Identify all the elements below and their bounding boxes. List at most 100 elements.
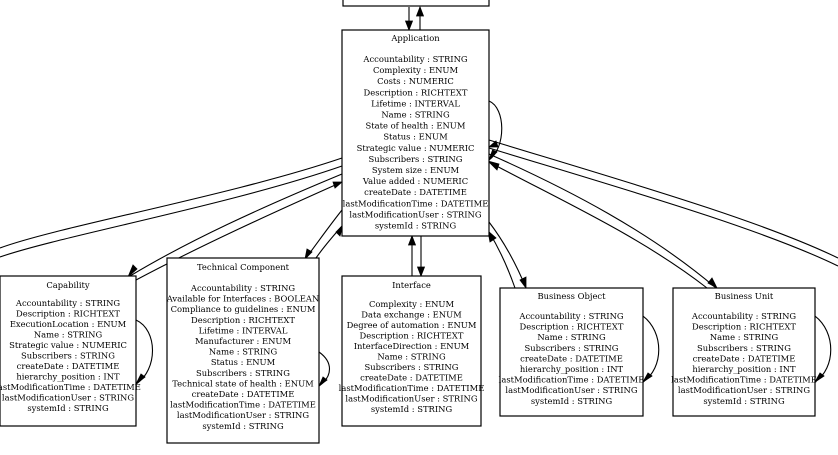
attribute-text: Accountability : STRING	[362, 54, 468, 64]
attribute-text: systemId : STRING	[703, 396, 785, 406]
attribute-text: Complexity : ENUM	[369, 299, 455, 309]
attribute-text: Subscribers : STRING	[21, 351, 115, 361]
node-title: Interface	[392, 280, 431, 290]
attribute-text: Accountability : STRING	[190, 283, 296, 293]
attribute-text: Accountability : STRING	[15, 298, 121, 308]
edge-capability-self-loop	[135, 319, 154, 385]
arrowhead	[487, 140, 499, 148]
edge-business-unit-to-application	[488, 161, 708, 289]
attribute-text: lastModificationUser : STRING	[678, 385, 810, 395]
edge-application-offright-2	[488, 147, 838, 267]
attribute-text: Data exchange : ENUM	[361, 310, 462, 320]
attribute-text: Manufacturer : ENUM	[195, 336, 292, 346]
edge-application-to-business-object	[488, 221, 527, 289]
attribute-text: Value added : NUMERIC	[362, 176, 468, 186]
arrowhead	[318, 376, 328, 388]
arrowhead	[304, 248, 313, 261]
node-box	[166, 257, 320, 444]
attribute-text: Available for Interfaces : BOOLEAN	[166, 294, 320, 304]
edge-application-to-business-unit	[488, 153, 717, 289]
edge-capability-to-application	[135, 181, 343, 281]
edge-application-to-technical-component	[305, 209, 343, 259]
attribute-text: Technical state of health : ENUM	[172, 378, 314, 388]
node-title: Application	[390, 33, 440, 43]
arrowhead	[332, 181, 344, 189]
attribute-text: systemId : STRING	[531, 396, 613, 406]
attribute-text: createDate : DATETIME	[360, 373, 463, 383]
node-box	[341, 29, 490, 237]
attribute-text: Description : RICHTEXT	[692, 322, 796, 332]
edge-application-offleft-2	[0, 165, 343, 258]
attribute-text: Name : STRING	[34, 330, 103, 340]
attribute-text: Strategic value : NUMERIC	[9, 340, 127, 350]
attribute-text: lastModificationTime : DATETIME	[170, 400, 316, 410]
edge-application-offleft-1	[0, 157, 343, 249]
arrowhead	[416, 266, 426, 278]
arrowhead	[519, 276, 527, 290]
attribute-text: lastModificationUser : STRING	[349, 209, 481, 219]
edge-application-offright-1	[488, 139, 838, 259]
attribute-text: lastModificationTime : DATETIME	[499, 375, 645, 385]
attribute-text: Subscribers : STRING	[525, 343, 619, 353]
arrowhead	[407, 234, 417, 246]
attribute-text: Description : RICHTEXT	[16, 309, 120, 319]
node-box	[341, 275, 482, 427]
attribute-text: Name : STRING	[209, 347, 278, 357]
attribute-text: Subscribers : STRING	[369, 154, 463, 164]
edge-business-object-self-loop	[642, 315, 660, 383]
attribute-text: Description : RICHTEXT	[191, 315, 295, 325]
attribute-text: lastModificationUser : STRING	[505, 385, 637, 395]
attribute-text: Compliance to guidelines : ENUM	[171, 304, 316, 314]
attribute-text: Subscribers : STRING	[365, 362, 459, 372]
node-technical-component: Technical Component Accountability : STR…	[166, 257, 320, 444]
attribute-text: systemId : STRING	[371, 404, 453, 414]
node-box	[342, 0, 490, 7]
attribute-text: lastModificationTime : DATETIME	[671, 375, 817, 385]
attribute-text: lastModificationTime : DATETIME	[0, 382, 141, 392]
attribute-text: Status : ENUM	[383, 132, 448, 142]
attribute-text: Name : STRING	[710, 332, 779, 342]
attribute-text: lastModificationUser : STRING	[2, 393, 134, 403]
attribute-text: Accountability : STRING	[691, 311, 797, 321]
attribute-text: Description : RICHTEXT	[520, 322, 624, 332]
attribute-text: Costs : NUMERIC	[377, 76, 454, 86]
attribute-text: Name : STRING	[381, 110, 450, 120]
node-title: Technical Component	[197, 262, 290, 272]
arrowhead	[814, 372, 825, 383]
attribute-text: systemId : STRING	[375, 221, 457, 231]
attribute-text: hierarchy_position : INT	[520, 364, 624, 375]
node-business-unit: Business Unit Accountability : STRINGDes…	[671, 287, 817, 417]
node-capability: Capability Accountability : STRINGDescri…	[0, 275, 141, 427]
node-title: Business Unit	[715, 291, 774, 301]
node-title: Business Object	[538, 291, 607, 301]
attribute-text: ExecutionLocation : ENUM	[10, 319, 127, 329]
attribute-text: Description : RICHTEXT	[360, 331, 464, 341]
attribute-text: createDate : DATETIME	[364, 187, 467, 197]
attribute-text: createDate : DATETIME	[520, 353, 623, 363]
arrowhead	[642, 372, 653, 383]
attribute-text: Accountability : STRING	[518, 311, 624, 321]
attribute-text: lastModificationUser : STRING	[345, 394, 477, 404]
attribute-text: Name : STRING	[377, 352, 446, 362]
attribute-text: hierarchy_position : INT	[16, 372, 120, 383]
attribute-text: Description : RICHTEXT	[364, 87, 468, 97]
node-top-partial	[342, 0, 490, 7]
attribute-text: InterfaceDirection : ENUM	[354, 341, 470, 351]
arrowhead	[486, 160, 500, 171]
attribute-text: Status : ENUM	[211, 357, 276, 367]
edge-business-unit-self-loop	[814, 315, 832, 383]
attribute-text: Strategic value : NUMERIC	[357, 143, 475, 153]
node-box	[672, 287, 816, 417]
node-title: Capability	[46, 280, 90, 290]
attribute-text: hierarchy_position : INT	[692, 364, 796, 375]
attribute-text: Lifetime : INTERVAL	[371, 98, 460, 108]
arrowhead	[404, 20, 414, 32]
arrowhead	[707, 277, 718, 289]
